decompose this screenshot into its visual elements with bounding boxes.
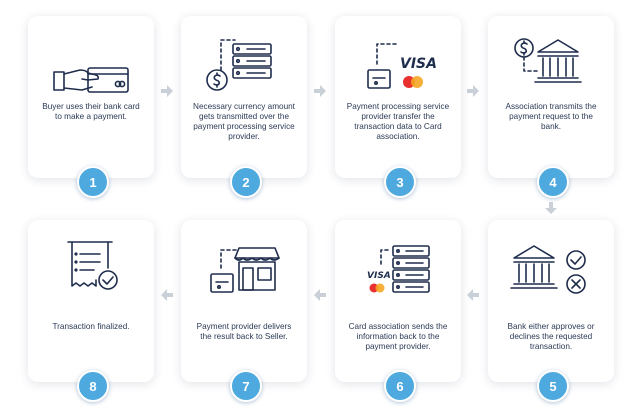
hand-card-icon: [28, 16, 154, 96]
step-badge-8: 8: [77, 370, 109, 402]
arrow-right-icon: [466, 84, 480, 98]
step-text-7: Payment provider delivers the result bac…: [196, 322, 292, 341]
step-text-6: Card association sends the information b…: [348, 322, 448, 351]
step-card-4: Association transmits the payment reques…: [488, 16, 614, 198]
step-card-2: Necessary currency amount gets transmitt…: [181, 16, 307, 198]
card-store-icon: [181, 220, 307, 300]
card-server-icon: VISA: [335, 220, 461, 300]
arrow-left-icon: [466, 288, 480, 302]
arrow-right-icon: [160, 84, 174, 98]
coin-bank-icon: [488, 16, 614, 96]
step-badge-5: 5: [537, 370, 569, 402]
step-card-1: Buyer uses their bank card to make a pay…: [28, 16, 154, 198]
step-badge-6: 6: [384, 370, 416, 402]
card-payment-icon: VISA: [335, 16, 461, 96]
arrow-left-icon: [313, 288, 327, 302]
receipt-check-icon: [28, 220, 154, 300]
step-card-3: VISA Payment processing service provider…: [335, 16, 461, 198]
visa-logo: VISA: [367, 271, 391, 281]
step-text-5: Bank either approves or declines the req…: [507, 322, 595, 351]
step-badge-7: 7: [230, 370, 262, 402]
step-badge-1: 1: [77, 166, 109, 198]
step-text-2: Necessary currency amount gets transmitt…: [193, 102, 295, 141]
arrow-left-icon: [160, 288, 174, 302]
step-card-5: Bank either approves or declines the req…: [488, 220, 614, 402]
step-text-4: Association transmits the payment reques…: [505, 102, 597, 131]
step-badge-3: 3: [384, 166, 416, 198]
step-badge-4: 4: [537, 166, 569, 198]
step-badge-2: 2: [230, 166, 262, 198]
step-text-1: Buyer uses their bank card to make a pay…: [42, 102, 140, 121]
step-card-8: Transaction finalized. 8: [28, 220, 154, 402]
step-text-3: Payment processing service provider tran…: [346, 102, 450, 141]
arrow-right-icon: [313, 84, 327, 98]
visa-logo: VISA: [400, 56, 437, 72]
arrow-down-icon: [544, 201, 558, 215]
bank-approve-decline-icon: [488, 220, 614, 300]
step-text-8: Transaction finalized.: [52, 322, 130, 331]
step-card-7: Payment provider delivers the result bac…: [181, 220, 307, 402]
coin-server-icon: [181, 16, 307, 96]
step-card-6: VISA Card association sends the informat…: [335, 220, 461, 402]
